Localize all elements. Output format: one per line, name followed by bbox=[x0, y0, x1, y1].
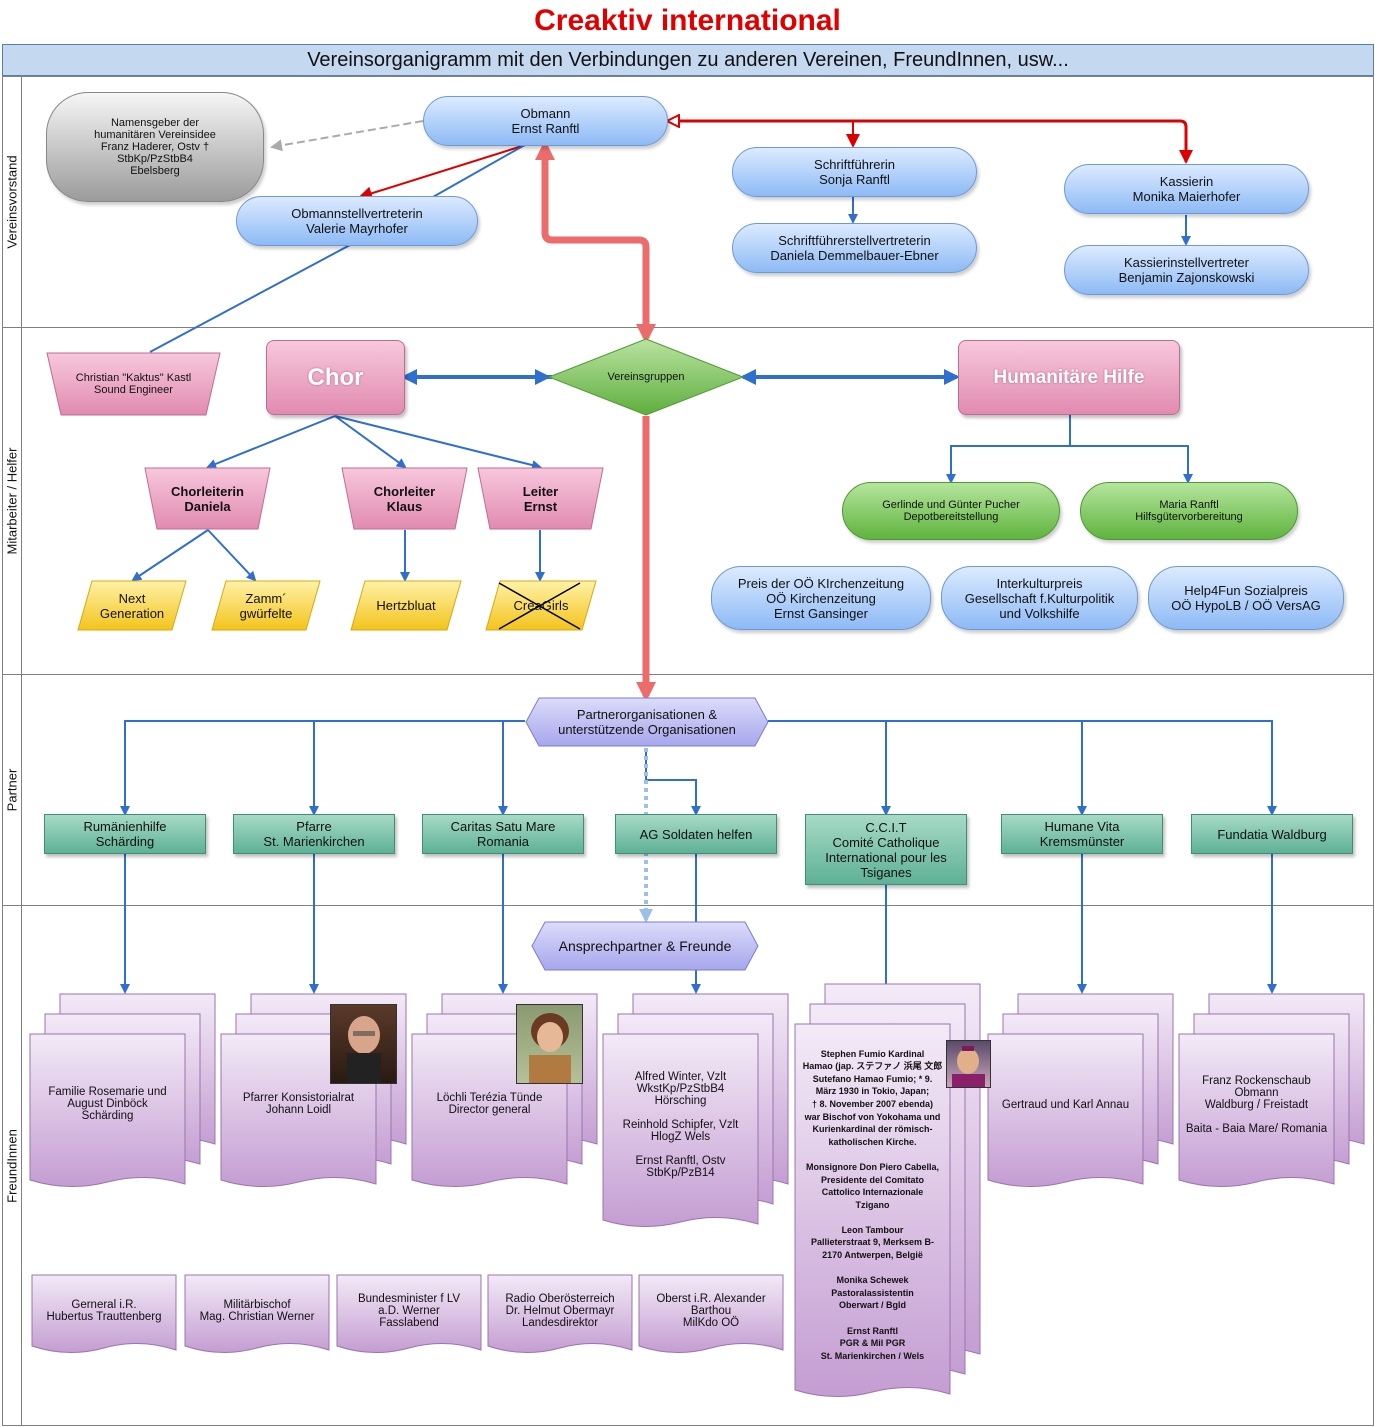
portrait-loidl bbox=[330, 1004, 397, 1084]
page-title: Creaktiv international bbox=[534, 4, 841, 37]
freund-ccit-kontakte: Stephen Fumio Kardinal Hamao (jap. ステファノ… bbox=[802, 1048, 943, 1361]
chor-box: Chor bbox=[266, 340, 405, 415]
lane-label-partner: Partner bbox=[2, 674, 22, 906]
freund-rockenschaub: Franz Rockenschaub Obmann Waldburg / Fre… bbox=[1185, 1075, 1328, 1135]
schriftfuehrer-stv-box: Schriftführerstellvertreterin Daniela De… bbox=[732, 223, 977, 273]
creagirls-box: CreaGirls bbox=[485, 580, 597, 631]
freund-dinboeck: Familie Rosemarie und August Dinböck Sch… bbox=[48, 1086, 167, 1122]
doc-stack-front-6 bbox=[987, 1033, 1144, 1188]
help4fun-box: Help4Fun Sozialpreis OÖ HypoLB / OÖ Vers… bbox=[1148, 566, 1344, 630]
partner-caritas: Caritas Satu Mare Romania bbox=[422, 814, 584, 854]
freund-trauttenberg: Gerneral i.R. Hubertus Trauttenberg bbox=[46, 1299, 162, 1323]
interkulturpreis-box: Interkulturpreis Gesellschaft f.Kulturpo… bbox=[941, 566, 1138, 630]
doc-stack-front-4 bbox=[602, 1033, 759, 1228]
schriftfuehrerin-box: Schriftführerin Sonja Ranftl bbox=[732, 147, 977, 197]
namensgeber-box: Namensgeber der humanitären Vereinsidee … bbox=[46, 92, 264, 202]
partner-ag-soldaten: AG Soldaten helfen bbox=[615, 814, 777, 854]
bottom-doc-5 bbox=[638, 1274, 784, 1354]
lane-label-mitarbeiter: Mitarbeiter / Helfer bbox=[2, 327, 22, 675]
bottom-doc-2 bbox=[184, 1274, 330, 1354]
kastl-box: Christian "Kaktus" Kastl Sound Engineer bbox=[46, 352, 221, 416]
chorleiterin-box: Chorleiterin Daniela bbox=[144, 467, 271, 530]
doc-stack-front-5 bbox=[794, 1023, 951, 1398]
bottom-doc-1 bbox=[31, 1274, 177, 1354]
partner-humane-vita: Humane Vita Kremsmünster bbox=[1001, 814, 1163, 854]
freund-loechli: Löchli Terézia Tünde Director general bbox=[436, 1092, 543, 1116]
portrait-hamao bbox=[946, 1040, 991, 1088]
kassier-stv-box: Kassierinstellvertreter Benjamin Zajonsk… bbox=[1064, 245, 1309, 295]
freund-annau: Gertraud und Karl Annau bbox=[1001, 1099, 1130, 1111]
zamm-gwuerfelte-box: Zamm´ gwürfelte bbox=[211, 580, 321, 631]
partner-pfarre: Pfarre St. Marienkirchen bbox=[233, 814, 395, 854]
obmann-box: Obmann Ernst Ranftl bbox=[423, 96, 668, 146]
kassierin-box: Kassierin Monika Maierhofer bbox=[1064, 164, 1309, 214]
maria-ranftl-box: Maria Ranftl Hilfsgütervorbereitung bbox=[1080, 482, 1298, 540]
partner-fundatia-waldburg: Fundatia Waldburg bbox=[1191, 814, 1353, 854]
bottom-doc-4 bbox=[487, 1274, 633, 1354]
portrait-loechli bbox=[516, 1004, 583, 1084]
doc-stack-front-7 bbox=[1178, 1033, 1335, 1188]
ansprechpartner-hub: Ansprechpartner & Freunde bbox=[531, 921, 759, 971]
partnerorganisationen-hub: Partnerorganisationen & unterstützende O… bbox=[525, 697, 769, 747]
cross-out-icon bbox=[498, 582, 581, 630]
diagram-subtitle: Vereinsorganigramm mit den Verbindungen … bbox=[2, 44, 1374, 76]
pucher-box: Gerlinde und Günter Pucher Depotbereitst… bbox=[842, 482, 1060, 540]
partner-rumaenienhilfe: Rumänienhilfe Schärding bbox=[44, 814, 206, 854]
leiter-box: Leiter Ernst bbox=[477, 467, 604, 530]
partner-ccit: C.C.I.T Comité Catholique International … bbox=[805, 814, 967, 885]
bottom-doc-3 bbox=[336, 1274, 482, 1354]
vereinsgruppen-diamond: Vereinsgruppen bbox=[548, 338, 744, 416]
preis-kirchenzeitung-box: Preis der OÖ KIrchenzeitung OÖ Kirchenze… bbox=[711, 566, 931, 630]
obmann-stellvertreterin-box: Obmannstellvertreterin Valerie Mayrhofer bbox=[236, 196, 478, 246]
hertzbluat-box: Hertzbluat bbox=[350, 580, 462, 631]
freund-obermayr: Radio Oberösterreich Dr. Helmut Obermayr… bbox=[505, 1293, 615, 1329]
lane-label-vorstand: Vereinsvorstand bbox=[2, 76, 22, 328]
chorleiter-box: Chorleiter Klaus bbox=[341, 467, 468, 530]
humanitaere-hilfe-box: Humanitäre Hilfe bbox=[958, 340, 1180, 415]
next-generation-box: Next Generation bbox=[77, 580, 187, 631]
freund-barthou: Oberst i.R. Alexander Barthou MilKdo OÖ bbox=[656, 1293, 766, 1329]
freund-loidl: Pfarrer Konsistorialrat Johann Loidl bbox=[242, 1092, 355, 1116]
freund-fasslabend: Bundesminister f LV a.D. Werner Fasslabe… bbox=[357, 1293, 461, 1329]
lane-label-freunde: FreundInnen bbox=[2, 905, 22, 1426]
freund-werner: Militärbischof Mag. Christian Werner bbox=[199, 1299, 315, 1323]
freund-soldaten-kontakte: Alfred Winter, Vzlt WkstKp/PzStbB4 Hörsc… bbox=[622, 1071, 739, 1179]
doc-stack-front-1 bbox=[29, 1033, 186, 1188]
